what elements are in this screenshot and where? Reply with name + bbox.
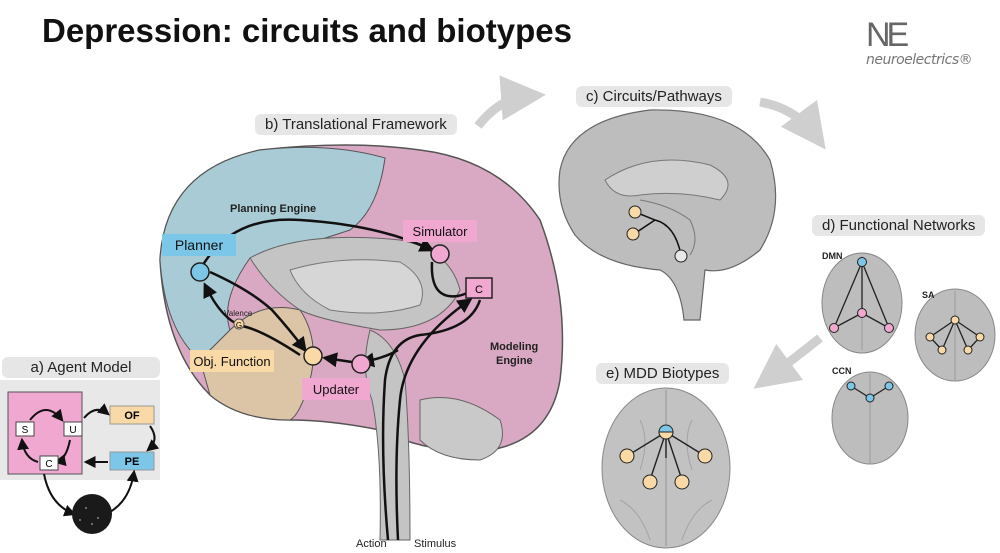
logo-wordmark: neuroelectrics®	[866, 52, 973, 68]
panel-e-label: e) MDD Biotypes	[596, 363, 730, 384]
panel-a-label: a) Agent Model	[2, 357, 160, 378]
dmn-brain	[821, 252, 903, 354]
panel-b-label: b) Translational Framework	[255, 114, 457, 135]
of-label: OF	[124, 410, 140, 422]
flow-arrow-b-to-c	[474, 75, 546, 129]
biotypes-brain	[601, 387, 731, 549]
logo-mark: NE	[866, 16, 909, 54]
obj-function-node	[303, 346, 323, 366]
circuit-node-1	[628, 205, 642, 219]
flow-arrow-d-to-e	[753, 334, 823, 389]
planner-label: Planner	[175, 237, 224, 253]
agent-u-box	[63, 421, 83, 437]
flow-arrow-c-to-d	[759, 97, 826, 150]
cerebellum	[419, 397, 503, 461]
simulator-box	[403, 220, 477, 242]
ccn-brain	[831, 371, 909, 465]
updater-label: Updater	[313, 382, 360, 397]
planner-node	[190, 262, 210, 282]
obj-function-label: Obj. Function	[193, 354, 270, 369]
page-title: Depression: circuits and biotypes	[42, 12, 572, 49]
updater-box	[302, 378, 370, 400]
action-label: Action	[356, 538, 387, 550]
circuits-brain	[558, 109, 777, 321]
modeling-engine-label-2: Engine	[496, 355, 533, 367]
valence-label: Valence	[224, 309, 253, 318]
pe-label: PE	[125, 456, 140, 468]
simulator-label: Simulator	[413, 224, 469, 239]
c-box-node	[465, 277, 493, 299]
of-box	[109, 405, 155, 425]
agent-s-box	[15, 421, 35, 437]
sa-label: SA	[922, 290, 935, 300]
sa-brain	[914, 288, 996, 382]
neuroelectrics-logo: NE neuroelectrics®	[866, 16, 976, 72]
stimulus-label: Stimulus	[414, 538, 457, 550]
agent-s-label: S	[22, 425, 29, 436]
circuit-node-3	[674, 249, 688, 263]
updater-node	[351, 354, 371, 374]
agent-u-label: U	[69, 425, 76, 436]
agent-c-label: C	[45, 459, 52, 470]
modeling-engine-label-1: Modeling	[490, 341, 538, 353]
panel-c-label: c) Circuits/Pathways	[576, 86, 732, 107]
obj-function-box	[190, 350, 274, 372]
ccn-label: CCN	[832, 366, 852, 376]
agent-model-panel: S U C OF PE	[0, 380, 160, 534]
panel-d-label: d) Functional Networks	[812, 215, 986, 236]
valence-g-label: G	[236, 321, 242, 330]
c-box-label: C	[475, 284, 483, 296]
circuits-brain-outline	[558, 109, 777, 321]
planning-engine-label: Planning Engine	[230, 203, 316, 215]
agent-c-box	[39, 455, 59, 471]
simulator-node	[430, 244, 450, 264]
translational-brain: C G Planning Engine Valence Modeling Eng…	[159, 144, 564, 550]
valence-node	[233, 318, 245, 330]
planner-box	[162, 234, 236, 256]
environment-sphere	[72, 494, 112, 534]
circuit-node-2	[626, 227, 640, 241]
dmn-label: DMN	[822, 251, 843, 261]
